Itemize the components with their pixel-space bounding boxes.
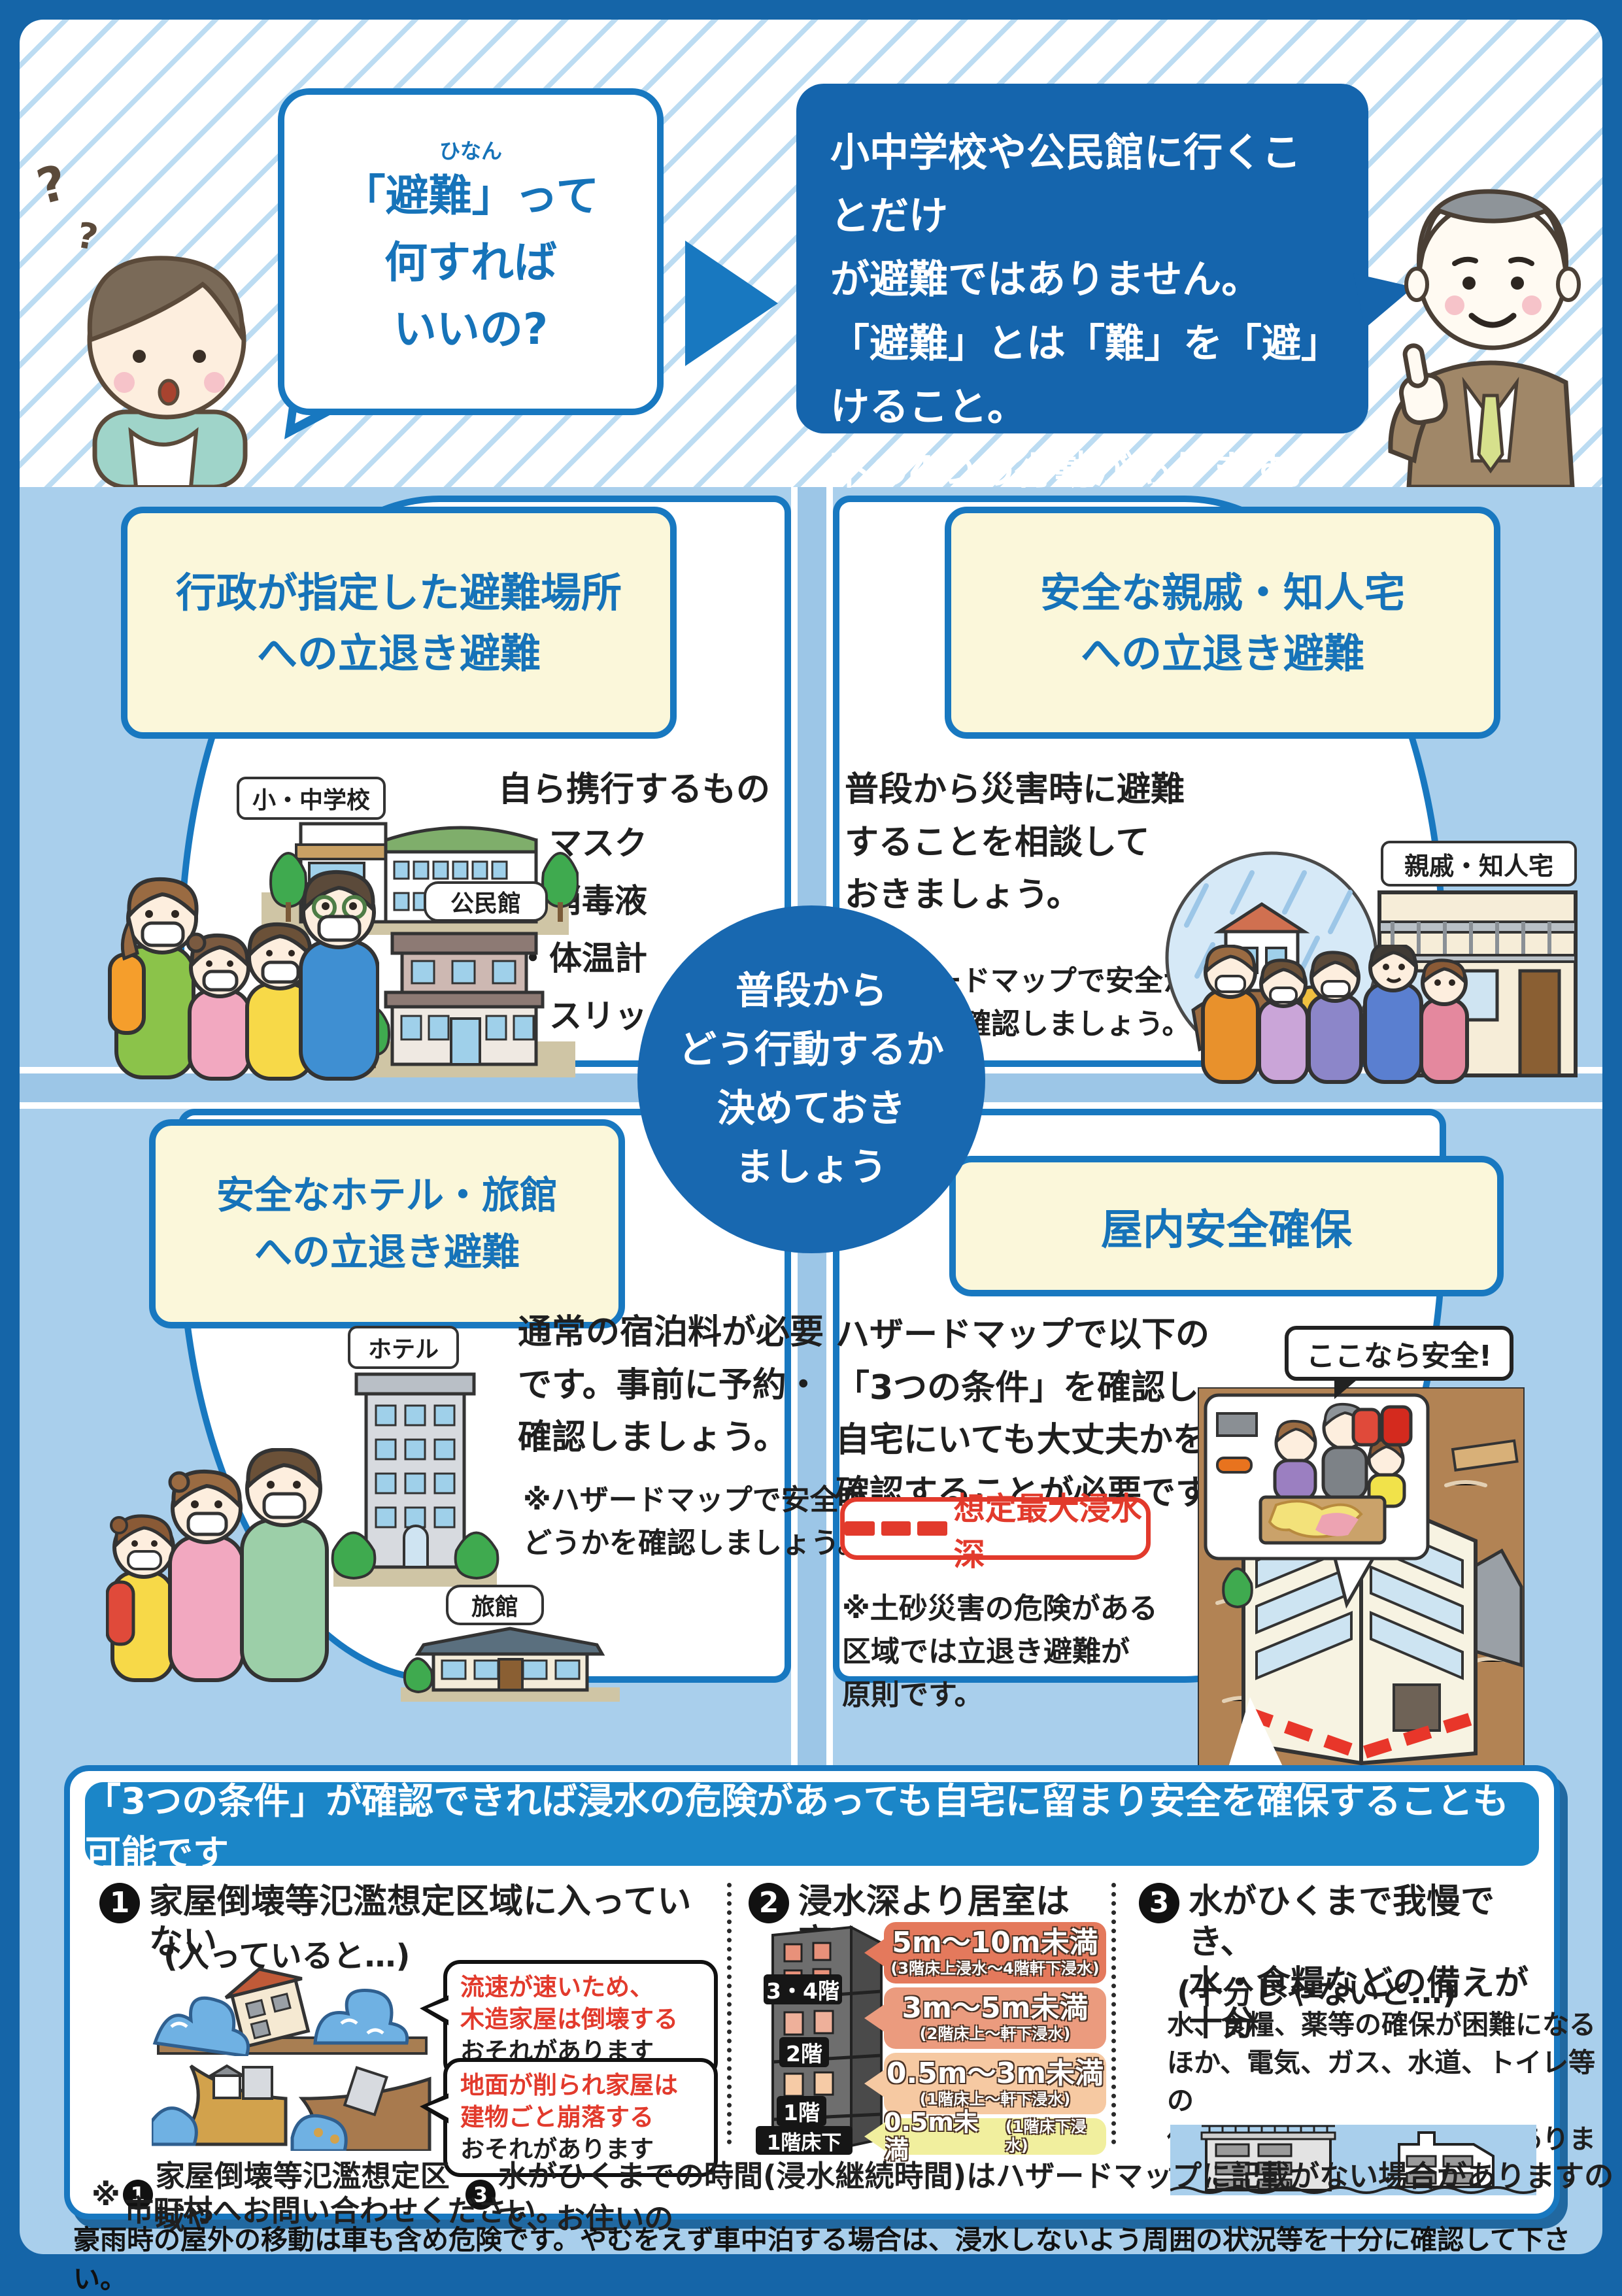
- title-indoor: 屋内安全確保: [949, 1156, 1504, 1296]
- indoor-note: ※土砂災害の危険がある 区域では立退き避難が 原則です。: [842, 1587, 1158, 1717]
- note-pre: ※: [92, 2178, 120, 2212]
- depth-value: 5m〜10m未満: [892, 1927, 1098, 1959]
- answer-box: 小中学校や公民館に行くことだけ が避難ではありません。 「避難」とは「難」を「避…: [796, 84, 1368, 433]
- column-divider: [727, 1883, 732, 2144]
- community-hall-illustration: [346, 920, 582, 1084]
- red-dash-icon: [845, 1521, 875, 1536]
- warning-red-text: 流速が速いため、 木造家屋は倒壊する: [460, 1972, 701, 2036]
- carry-title: 自ら携行するもの: [498, 764, 770, 817]
- depth-value: 3m〜5m未満: [902, 1993, 1089, 2024]
- hotel-note: ※ハザードマップで安全か どうかを確認しましょう。: [523, 1479, 868, 1565]
- depth-detail: (1階床上〜軒下浸水): [920, 2090, 1071, 2109]
- house-in-waves-illustration: [152, 1965, 433, 2056]
- family-relatives-illustration: [1196, 945, 1471, 1085]
- depth-tag-under05m: 0.5m未満 (1階床下浸水): [884, 2118, 1106, 2155]
- boy-illustration: [33, 235, 294, 487]
- question-line: 何すれば: [384, 229, 557, 296]
- hall-label: 公民館: [424, 881, 548, 922]
- depth-detail: (2階床上〜軒下浸水): [920, 2025, 1071, 2044]
- footer-caption: 豪雨時の屋外の移動は車も含め危険です。やむをえず車中泊する場合は、浸水しないよう…: [73, 2218, 1622, 2296]
- red-dash-icon: [917, 1521, 947, 1536]
- depth-tag-5-10m: 5m〜10m未満 (3階床上浸水〜4階軒下浸水): [884, 1922, 1106, 1984]
- question-line: 「避難」って: [343, 163, 600, 229]
- circled-number-3: 3: [1139, 1883, 1179, 1923]
- ryokan-illustration: [397, 1625, 623, 1704]
- warning-red-text: 地面が削られ家屋は 建物ごと崩落する: [460, 2070, 701, 2134]
- three-conditions-banner: 「3つの条件」が確認できれば浸水の危険があっても自宅に留まり安全を確保することも…: [85, 1782, 1539, 1866]
- panel-pointer-tail: [1228, 1697, 1284, 1769]
- depth-tag-3-5m: 3m〜5m未満 (2階床上〜軒下浸水): [884, 1987, 1106, 2049]
- depth-tag-05-3m: 0.5m〜3m未満 (1階床上〜軒下浸水): [884, 2053, 1106, 2114]
- question-line: いいの?: [394, 296, 548, 363]
- school-label: 小・中学校: [237, 777, 386, 820]
- relatives-body: 普段から災害時に避難 することを相談して おきましょう。: [845, 764, 1185, 922]
- man-illustration: [1376, 108, 1605, 487]
- title-relatives: 安全な親戚・知人宅 への立退き避難: [945, 507, 1500, 739]
- safe-here-bubble: ここなら安全!: [1285, 1326, 1513, 1381]
- arrow-right-icon: [685, 241, 778, 366]
- question-bubble: ひなん 「避難」って 何すれば いいの?: [278, 88, 664, 415]
- ground-erosion-illustration: [152, 2059, 433, 2151]
- title-shelter: 行政が指定した避難場所 への立退き避難: [121, 507, 677, 739]
- column-divider: [1111, 1883, 1116, 2144]
- title-hotel: 安全なホテル・旅館 への立退き避難: [149, 1119, 625, 1328]
- family-shelter-illustration: [105, 869, 379, 1082]
- hotel-body: 通常の宿泊料が必要 です。事前に予約・ 確認しましょう。: [518, 1306, 824, 1464]
- red-dash-icon: [881, 1521, 911, 1536]
- relatives-house-label: 親戚・知人宅: [1381, 841, 1577, 886]
- furigana: ひなん: [439, 141, 502, 161]
- flood-depth-label: 想定最大浸水深: [840, 1497, 1151, 1560]
- floor-label: 1階床下: [756, 2126, 853, 2155]
- hotel-illustration: [320, 1368, 510, 1593]
- floor-label: 2階: [779, 2037, 829, 2067]
- center-message-circle: 普段から どう行動するか 決めておき ましょう: [637, 905, 985, 1253]
- depth-value: 0.5m〜3m未満: [887, 2058, 1104, 2089]
- ryokan-label: 旅館: [446, 1585, 544, 1625]
- depth-detail: (1階床下浸水): [1005, 2118, 1106, 2155]
- floor-label: 1階: [777, 2096, 826, 2126]
- flood-depth-text: 想定最大浸水深: [954, 1483, 1146, 1574]
- circled-number-1: 1: [99, 1883, 140, 1923]
- depth-detail: (3階床上浸水〜4階軒下浸水): [890, 1959, 1099, 1978]
- family-hotel-illustration: [106, 1448, 335, 1683]
- floor-label: 3・4階: [764, 1974, 842, 2004]
- hotel-label: ホテル: [348, 1326, 459, 1369]
- circled-number-2: 2: [749, 1883, 789, 1923]
